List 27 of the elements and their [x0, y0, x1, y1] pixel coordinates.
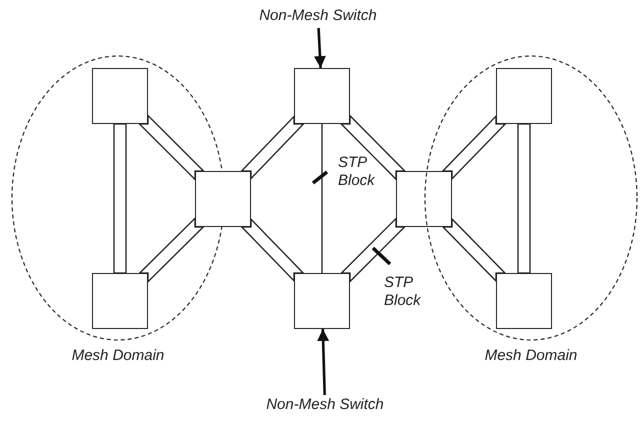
switch-box [396, 171, 452, 227]
switch-box [496, 273, 552, 329]
domain-label: Mesh Domain [70, 347, 166, 364]
arrow [317, 328, 330, 396]
trunk-link [340, 216, 406, 284]
trunk-link [113, 123, 127, 274]
link-line [321, 124, 323, 273]
trunk-link [138, 216, 205, 284]
trunk-link [441, 114, 507, 180]
trunk-link [240, 218, 305, 282]
switch-label: Non-Mesh Switch [265, 395, 385, 417]
switch-box [92, 273, 148, 329]
switch-box [195, 171, 251, 227]
switch-box [92, 68, 148, 124]
trunk-link [240, 114, 305, 180]
switch-box [294, 68, 350, 124]
switch-label: Non-Mesh Switch [258, 6, 378, 28]
stp-block-label: STP Block [384, 274, 422, 310]
domain-label: Mesh Domain [484, 347, 578, 364]
arrow [314, 28, 326, 68]
switch-box [294, 273, 350, 329]
trunk-link [442, 217, 506, 283]
stp-block-label: STP Block [338, 154, 376, 190]
trunk-link [138, 114, 206, 182]
switch-box [496, 68, 552, 124]
trunk-link [340, 114, 406, 181]
trunk-link [517, 123, 531, 274]
